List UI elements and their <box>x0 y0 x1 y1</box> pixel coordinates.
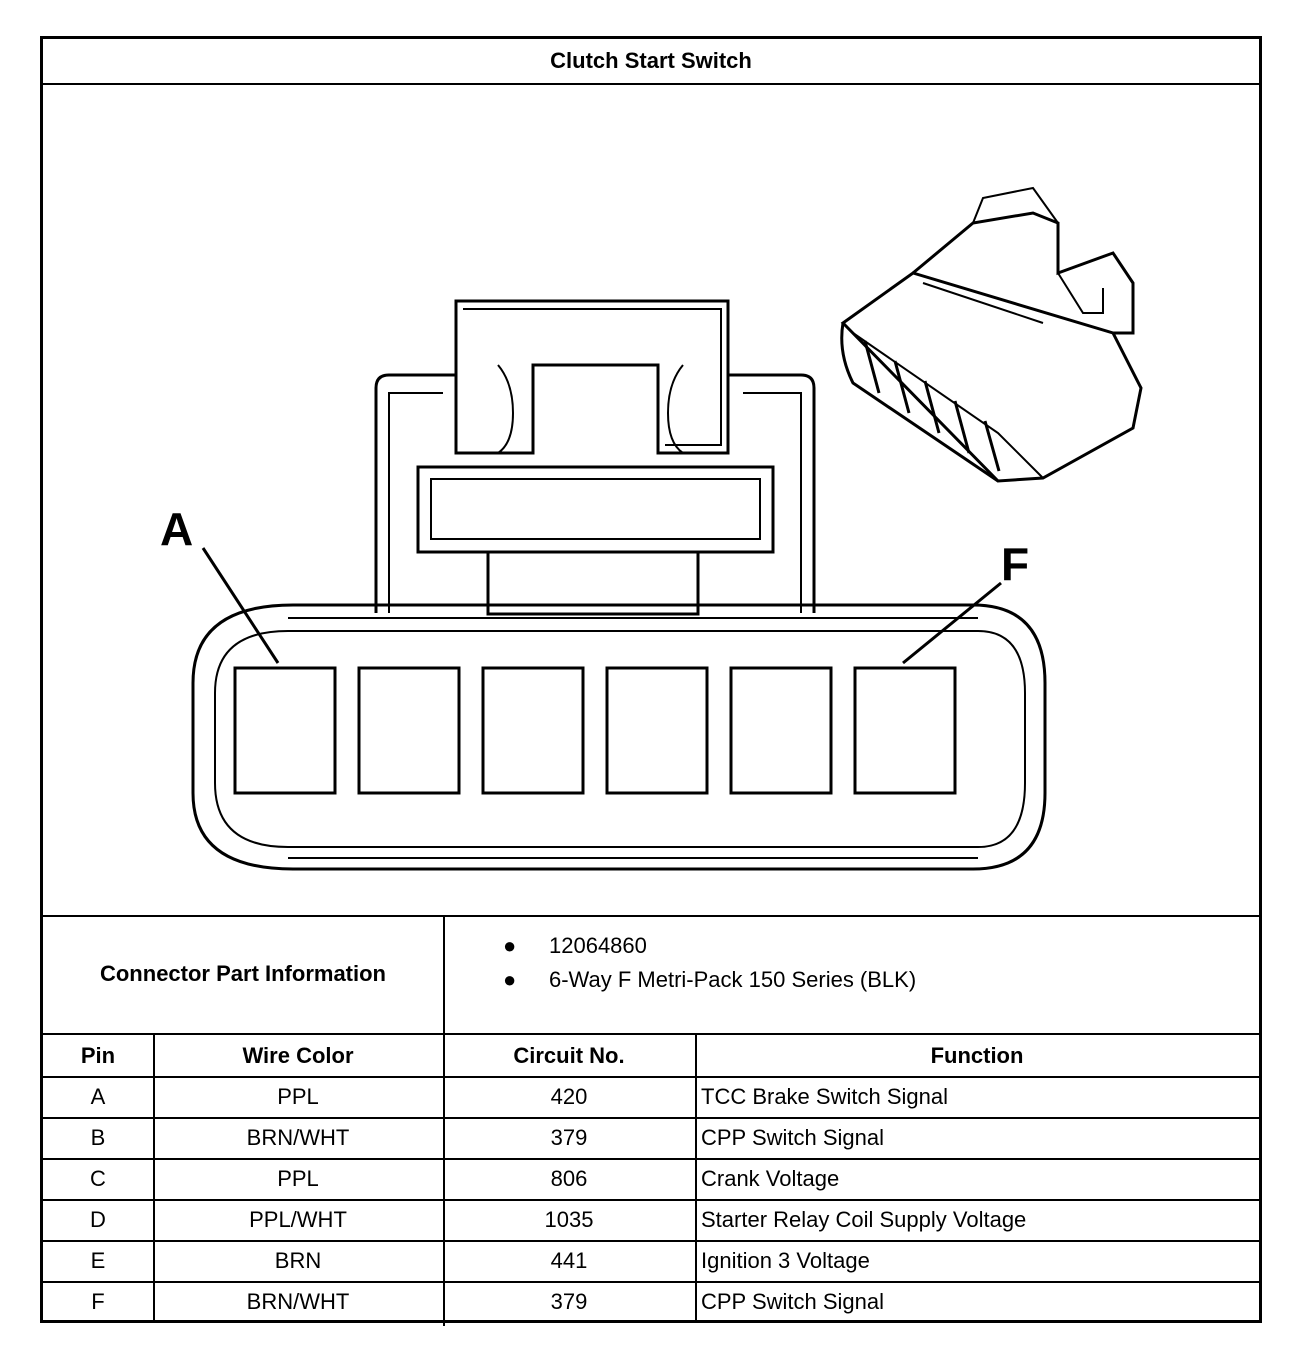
bullet-icon: ● <box>503 967 517 992</box>
connector-sheet: Clutch Start Switch A <box>40 36 1262 1326</box>
connector-diagram: A F <box>160 186 1143 871</box>
table-cell: Ignition 3 Voltage <box>701 1247 870 1273</box>
table-header-cell: Circuit No. <box>513 1042 625 1068</box>
table-cell: F <box>91 1288 105 1314</box>
divider <box>443 915 445 1326</box>
table-header-cell: Function <box>930 1042 1024 1068</box>
divider <box>43 1158 1259 1160</box>
table-header-cell: Pin <box>80 1042 116 1068</box>
table-cell: C <box>90 1165 106 1191</box>
bullet-icon: ● <box>503 933 517 958</box>
connector-info-label: Connector Part Information <box>99 961 386 986</box>
table-cell: E <box>90 1247 106 1273</box>
table-cell: B <box>90 1124 106 1150</box>
connector-info-item: ●12064860 <box>503 929 916 963</box>
divider <box>43 1281 1259 1283</box>
divider <box>43 1117 1259 1119</box>
table-cell: BRN <box>274 1247 322 1273</box>
table-cell: 441 <box>550 1247 588 1273</box>
divider <box>43 1076 1259 1078</box>
table-cell: CPP Switch Signal <box>701 1124 885 1150</box>
connector-info-list: ●12064860 ●6-Way F Metri-Pack 150 Series… <box>503 929 916 997</box>
page-title: Clutch Start Switch <box>550 48 752 73</box>
table-cell: 420 <box>550 1083 588 1109</box>
pin-cavity <box>729 666 833 795</box>
table-cell: BRN/WHT <box>246 1288 350 1314</box>
connector-3d-icon <box>840 186 1143 483</box>
table-cell: PPL <box>277 1083 319 1109</box>
connector-info-item: ●6-Way F Metri-Pack 150 Series (BLK) <box>503 963 916 997</box>
table-cell: CPP Switch Signal <box>701 1288 885 1314</box>
table-cell: 379 <box>550 1288 588 1314</box>
table-cell: BRN/WHT <box>246 1124 350 1150</box>
pin-cavity <box>853 666 957 795</box>
table-header-cell: Wire Color <box>242 1042 354 1068</box>
table-cell: PPL/WHT <box>249 1206 347 1232</box>
divider <box>43 1240 1259 1242</box>
table-cell: A <box>90 1083 106 1109</box>
table-cell: PPL <box>277 1165 319 1191</box>
table-cell: 806 <box>550 1165 588 1191</box>
table-cell: Crank Voltage <box>701 1165 840 1191</box>
table-cell: Starter Relay Coil Supply Voltage <box>701 1206 1027 1232</box>
divider <box>43 915 1259 917</box>
table-cell: 1035 <box>544 1206 594 1232</box>
pin-cavity <box>605 666 709 795</box>
table-cell: 379 <box>550 1124 588 1150</box>
divider <box>695 1035 697 1322</box>
divider <box>153 1035 155 1322</box>
table-cell: D <box>90 1206 106 1232</box>
pin-cavity <box>357 666 461 795</box>
pin-label-a: A <box>160 503 193 555</box>
divider <box>43 1199 1259 1201</box>
pin-cavity <box>481 666 585 795</box>
pin-cavity <box>233 666 337 795</box>
divider <box>43 1033 1259 1035</box>
pin-label-f: F <box>1001 538 1029 590</box>
table-cell: TCC Brake Switch Signal <box>701 1083 948 1109</box>
divider <box>43 83 1259 85</box>
